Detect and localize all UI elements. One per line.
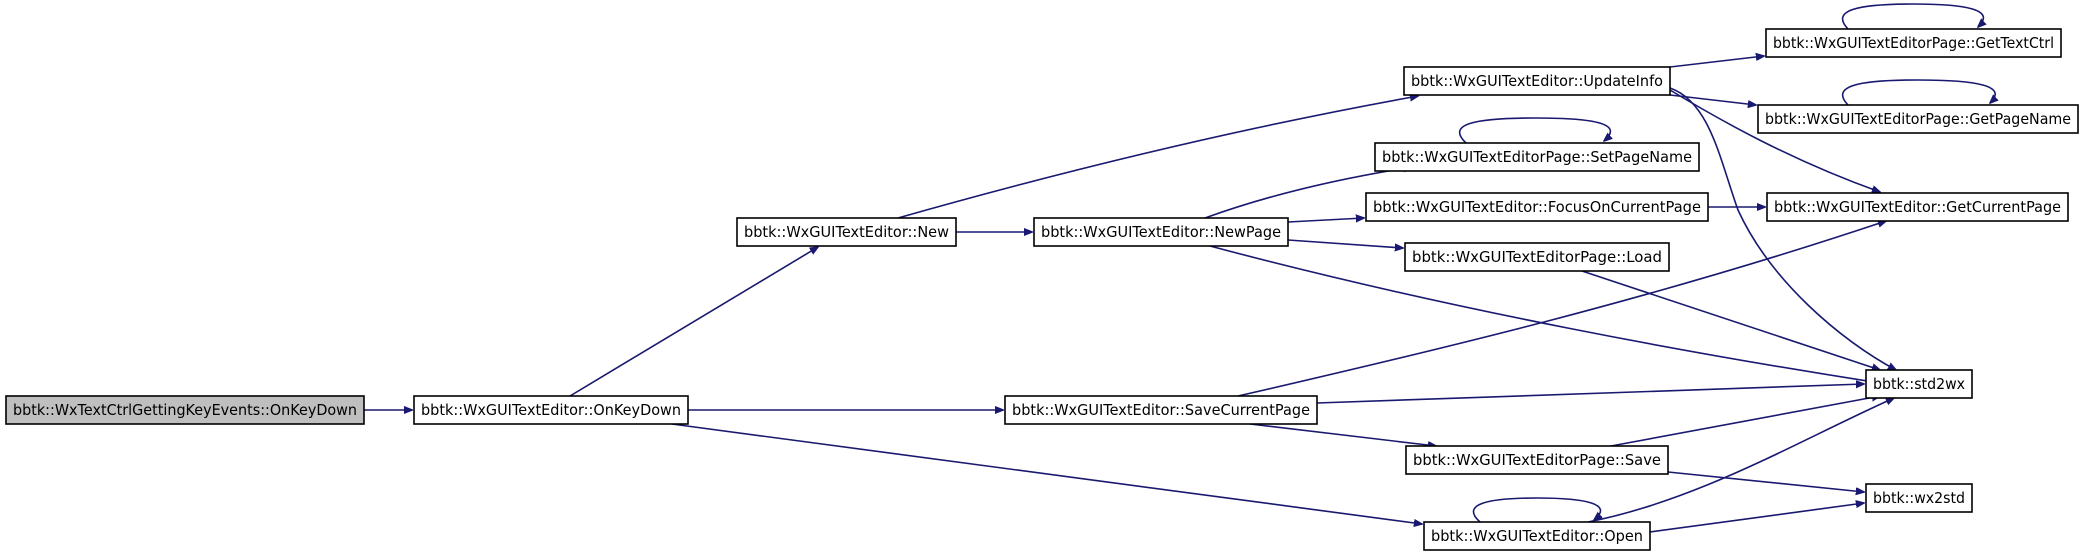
edge-newpage-to-focusoncurrentpage: [1287, 218, 1364, 223]
node-savecurrentpage[interactable]: bbtk::WxGUITextEditor::SaveCurrentPage: [1004, 395, 1318, 425]
node-save[interactable]: bbtk::WxGUITextEditorPage::Save: [1405, 445, 1669, 475]
edge-new-to-updateinfo: [897, 96, 1418, 219]
node-std2wx[interactable]: bbtk::std2wx: [1865, 369, 1973, 399]
node-setpagename[interactable]: bbtk::WxGUITextEditorPage::SetPageName: [1374, 142, 1700, 172]
edges-layer: [364, 3, 1996, 533]
node-new[interactable]: bbtk::WxGUITextEditor::New: [736, 217, 957, 247]
edge-updateinfo-to-getpagename: [1669, 94, 1756, 105]
edge-savecurrentpage-to-save: [1249, 423, 1436, 446]
node-box-setpagename[interactable]: [1374, 142, 1700, 172]
edge-savecurrentpage-to-std2wx: [1316, 384, 1864, 404]
node-label-gettextctrl: bbtk::WxGUITextEditorPage::GetTextCtrl: [1773, 34, 2054, 52]
node-box-savecurrentpage[interactable]: [1004, 395, 1318, 425]
edge-updateinfo-to-gettextctrl: [1669, 56, 1764, 68]
node-getcurrentpage[interactable]: bbtk::WxGUITextEditor::GetCurrentPage: [1766, 192, 2069, 222]
node-box-root[interactable]: [5, 395, 365, 425]
node-label-updateinfo: bbtk::WxGUITextEditor::UpdateInfo: [1411, 72, 1663, 90]
node-box-std2wx[interactable]: [1865, 369, 1973, 399]
node-box-open[interactable]: [1423, 521, 1651, 551]
node-label-wx2std: bbtk::wx2std: [1873, 489, 1965, 507]
node-open[interactable]: bbtk::WxGUITextEditor::Open: [1423, 521, 1651, 551]
node-box-newpage[interactable]: [1033, 217, 1289, 247]
node-box-focusoncurrentpage[interactable]: [1365, 192, 1709, 222]
node-onkeydown[interactable]: bbtk::WxGUITextEditor::OnKeyDown: [413, 395, 689, 425]
node-label-new: bbtk::WxGUITextEditor::New: [744, 223, 949, 241]
edge-newpage-to-std2wx: [1209, 245, 1880, 383]
edge-gettextctrl-to-gettextctrl: [1841, 3, 1984, 30]
edge-updateinfo-to-getcurrentpage: [1669, 89, 1880, 192]
edge-load-to-std2wx: [1581, 270, 1880, 370]
node-box-new[interactable]: [736, 217, 957, 247]
node-getpagename[interactable]: bbtk::WxGUITextEditorPage::GetPageName: [1757, 104, 2079, 134]
node-load[interactable]: bbtk::WxGUITextEditorPage::Load: [1404, 242, 1670, 272]
node-label-onkeydown: bbtk::WxGUITextEditor::OnKeyDown: [421, 401, 681, 419]
edge-newpage-to-setpagename: [1204, 167, 1412, 219]
node-wx2std[interactable]: bbtk::wx2std: [1865, 483, 1973, 513]
node-label-load: bbtk::WxGUITextEditorPage::Load: [1412, 248, 1662, 266]
node-root[interactable]: bbtk::WxTextCtrlGettingKeyEvents::OnKeyD…: [5, 395, 365, 425]
node-box-save[interactable]: [1405, 445, 1669, 475]
node-gettextctrl[interactable]: bbtk::WxGUITextEditorPage::GetTextCtrl: [1765, 28, 2062, 58]
node-box-getpagename[interactable]: [1757, 104, 2079, 134]
node-label-save: bbtk::WxGUITextEditorPage::Save: [1413, 451, 1661, 469]
node-label-setpagename: bbtk::WxGUITextEditorPage::SetPageName: [1382, 148, 1692, 166]
edge-getpagename-to-getpagename: [1841, 79, 1996, 106]
edge-open-to-std2wx: [1587, 398, 1894, 523]
node-label-getpagename: bbtk::WxGUITextEditorPage::GetPageName: [1765, 110, 2071, 128]
node-box-updateinfo[interactable]: [1403, 66, 1671, 96]
edge-open-to-wx2std: [1649, 503, 1864, 533]
node-label-focusoncurrentpage: bbtk::WxGUITextEditor::FocusOnCurrentPag…: [1373, 198, 1701, 216]
edge-setpagename-to-setpagename: [1458, 117, 1611, 144]
edge-newpage-to-load: [1287, 239, 1403, 248]
node-label-newpage: bbtk::WxGUITextEditor::NewPage: [1041, 223, 1281, 241]
edge-save-to-std2wx: [1610, 396, 1880, 447]
node-newpage[interactable]: bbtk::WxGUITextEditor::NewPage: [1033, 217, 1289, 247]
nodes-layer: bbtk::WxTextCtrlGettingKeyEvents::OnKeyD…: [5, 28, 2079, 551]
node-box-gettextctrl[interactable]: [1765, 28, 2062, 58]
node-box-wx2std[interactable]: [1865, 483, 1973, 513]
node-label-savecurrentpage: bbtk::WxGUITextEditor::SaveCurrentPage: [1012, 401, 1310, 419]
edge-updateinfo-to-std2wx: [1669, 87, 1896, 370]
node-label-root: bbtk::WxTextCtrlGettingKeyEvents::OnKeyD…: [13, 401, 357, 419]
edge-save-to-wx2std: [1667, 471, 1864, 492]
edge-onkeydown-to-new: [569, 247, 818, 397]
node-label-std2wx: bbtk::std2wx: [1873, 375, 1965, 393]
node-box-load[interactable]: [1404, 242, 1670, 272]
node-label-getcurrentpage: bbtk::WxGUITextEditor::GetCurrentPage: [1774, 198, 2061, 216]
node-box-getcurrentpage[interactable]: [1766, 192, 2069, 222]
node-label-open: bbtk::WxGUITextEditor::Open: [1431, 527, 1643, 545]
node-updateinfo[interactable]: bbtk::WxGUITextEditor::UpdateInfo: [1403, 66, 1671, 96]
node-box-onkeydown[interactable]: [413, 395, 689, 425]
edge-onkeydown-to-open: [671, 423, 1422, 524]
edge-savecurrentpage-to-getcurrentpage: [1237, 221, 1886, 397]
node-focusoncurrentpage[interactable]: bbtk::WxGUITextEditor::FocusOnCurrentPag…: [1365, 192, 1709, 222]
edge-open-to-open: [1472, 497, 1600, 523]
